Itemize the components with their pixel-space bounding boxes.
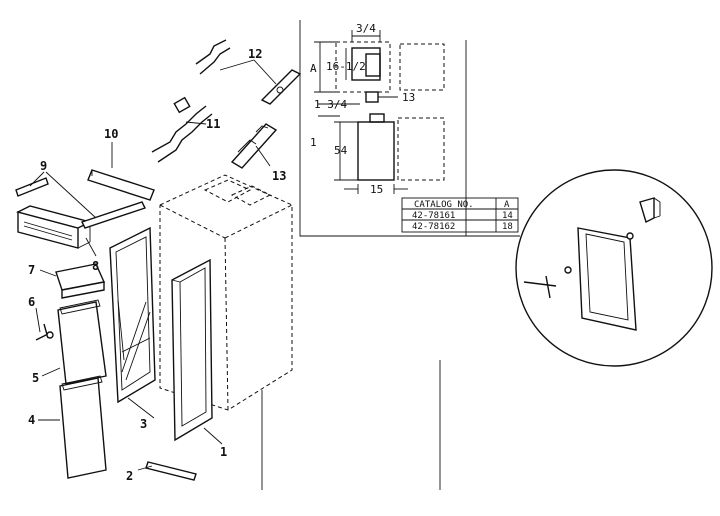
callout-8: 8 [92, 259, 99, 273]
catalog-table [401, 197, 519, 233]
dim-outer-height: A [310, 62, 317, 75]
callout-12: 12 [248, 47, 262, 61]
dimension-detail [299, 20, 520, 237]
catalog-row-1-no: 42-78161 [412, 211, 455, 221]
callout-1: 1 [220, 445, 227, 459]
callout-5: 5 [32, 371, 39, 385]
catalog-row-2-no: 42-78162 [412, 222, 455, 232]
dim-top-width: 3/4 [356, 22, 376, 35]
dim-panel-width: 15 [370, 183, 383, 196]
cabinet-outline [159, 174, 293, 490]
bracket-part-10 [87, 169, 155, 201]
grille-part-8 [16, 205, 92, 249]
callout-13: 13 [272, 169, 286, 183]
dim-gap: 1 3/4 [314, 98, 347, 111]
door-frame [109, 226, 156, 404]
panel-part-5 [57, 299, 107, 385]
hinge-part-12 [195, 39, 302, 105]
hinge-part-13 [230, 123, 278, 169]
callout-11: 11 [206, 117, 220, 131]
catalog-row-2-a: 18 [502, 222, 513, 232]
front-door-panel [171, 258, 213, 442]
dim-lower-gap: 1 [310, 136, 317, 149]
callout-10: 10 [104, 127, 118, 141]
catalog-header-catalog: CATALOG NO. [414, 200, 474, 210]
hinge-part-11 [151, 96, 213, 163]
callout-7: 7 [28, 263, 35, 277]
leader-lines [29, 59, 277, 471]
bracket-part-9 [15, 177, 146, 229]
panel-part-4 [59, 375, 107, 479]
callout-4: 4 [28, 413, 35, 427]
dim-tab-label: 13 [402, 91, 415, 104]
circle-detail [515, 169, 713, 367]
latch-part-6 [35, 323, 54, 341]
bar-part-2 [145, 461, 197, 481]
callout-2: 2 [126, 469, 133, 483]
callout-9: 9 [40, 159, 47, 173]
callout-6: 6 [28, 295, 35, 309]
catalog-row-1-a: 14 [502, 211, 513, 221]
small-panel-part-7 [55, 263, 105, 299]
dim-panel-height: 54 [334, 144, 348, 157]
catalog-header-a: A [504, 200, 510, 210]
dim-inner-height: 16-1/2 [326, 60, 366, 73]
callout-3: 3 [140, 417, 147, 431]
